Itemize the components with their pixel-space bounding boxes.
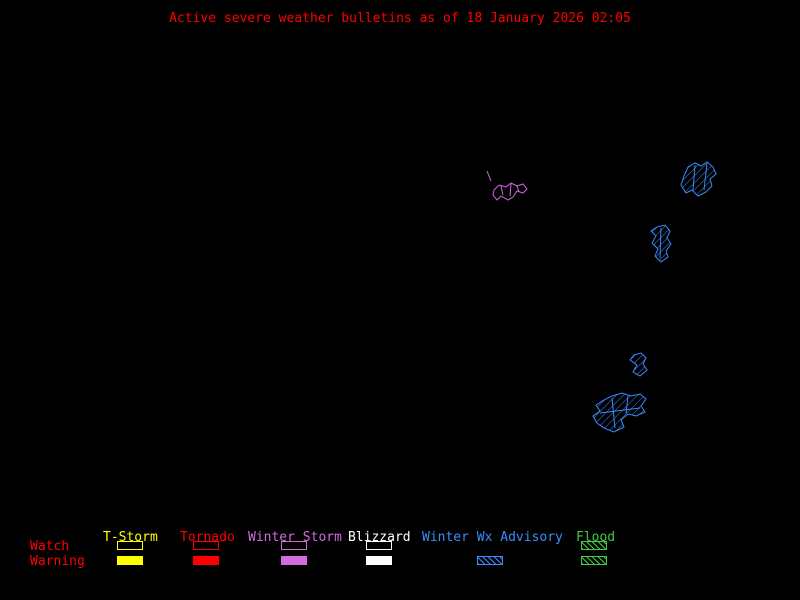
legend-label-blizzard: Blizzard <box>348 530 411 545</box>
legend-swatch-tstorm-warning <box>117 556 143 565</box>
winter-storm-watch-region-slash <box>486 170 492 182</box>
winter-wx-advisory-region-northeast <box>692 164 696 191</box>
winter-wx-advisory-region-northeast <box>680 161 717 197</box>
winter-storm-watch-region-cluster <box>492 182 528 201</box>
winter-wx-advisory-region-mid <box>659 227 662 259</box>
winter-wx-advisory-region-south <box>599 407 641 414</box>
winter-wx-advisory-region-mid <box>650 224 672 263</box>
legend-swatch-flood-watch <box>581 541 607 550</box>
legend-warning-row-label: Warning <box>30 554 85 569</box>
legend-swatch-blizzard-watch <box>366 541 392 550</box>
legend-swatch-winter-storm-warning <box>281 556 307 565</box>
legend-swatch-winter-storm-watch <box>281 541 307 550</box>
legend-label-winter-storm: Winter Storm <box>248 530 342 545</box>
legend-watch-row-label: Watch <box>30 539 70 554</box>
legend-swatch-tstorm-watch <box>117 541 143 550</box>
legend-swatch-winter-wx-advisory <box>477 556 503 565</box>
legend-swatch-flood-warning <box>581 556 607 565</box>
winter-wx-advisory-region-south <box>592 392 647 433</box>
winter-storm-watch-region-cluster <box>516 185 520 193</box>
winter-wx-advisory-region-northeast <box>703 163 708 191</box>
legend-swatch-blizzard-warning <box>366 556 392 565</box>
legend-label-tstorm: T-Storm <box>103 530 158 545</box>
winter-wx-advisory-region-south <box>611 397 616 429</box>
legend-label-winter-wx-advisory: Winter Wx Advisory <box>422 530 563 545</box>
winter-wx-advisory-region-south <box>625 395 629 415</box>
legend-swatch-tornado-watch <box>193 541 219 550</box>
page-title: Active severe weather bulletins as of 18… <box>169 11 631 26</box>
winter-storm-watch-region-cluster <box>509 183 512 197</box>
winter-storm-watch-region-cluster <box>500 185 504 196</box>
winter-wx-advisory-region-small <box>629 352 648 377</box>
legend-swatch-tornado-warning <box>193 556 219 565</box>
